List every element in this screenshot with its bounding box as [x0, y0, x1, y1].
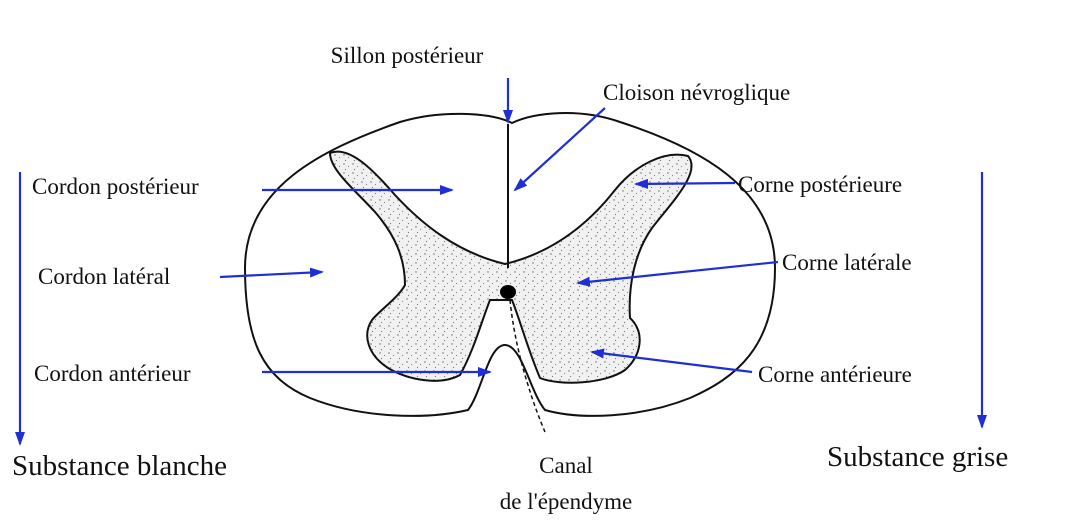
- label-corne-laterale: Corne latérale: [782, 250, 912, 275]
- label-corne-anterieure: Corne antérieure: [758, 362, 912, 387]
- label-cordon-anterieur: Cordon antérieur: [34, 361, 191, 386]
- label-cordon-lateral: Cordon latéral: [38, 264, 170, 289]
- label-canal-line1: Canal: [539, 453, 593, 478]
- label-corne-posterieure: Corne postérieure: [738, 172, 902, 197]
- corne-posterieure-arrow: [636, 183, 735, 184]
- label-substance-grise: Substance grise: [827, 441, 1008, 473]
- label-substance-blanche: Substance blanche: [12, 450, 227, 482]
- central-canal: [500, 285, 516, 299]
- label-sillon-posterieur: Sillon postérieur: [331, 43, 484, 68]
- label-canal-line2: de l'épendyme: [500, 489, 633, 514]
- label-cloison-nevroglique: Cloison névroglique: [603, 80, 790, 105]
- label-cordon-posterieur: Cordon postérieur: [32, 174, 199, 199]
